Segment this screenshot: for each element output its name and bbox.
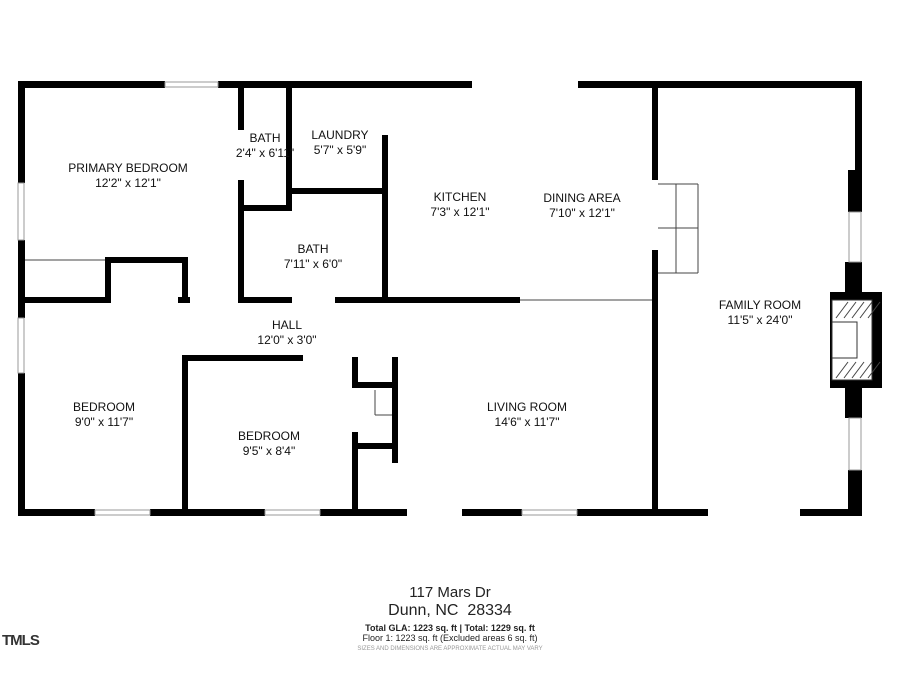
wall [352, 382, 395, 388]
fireplace-hatch [867, 301, 881, 319]
mls-logo: TMLS [2, 632, 40, 649]
wall [845, 262, 862, 292]
wall [848, 470, 862, 516]
wall [577, 509, 708, 516]
wall [286, 188, 388, 194]
window [848, 417, 862, 471]
wall [18, 81, 165, 88]
window [164, 81, 219, 88]
fireplace-hatch [835, 361, 849, 379]
wall [578, 81, 862, 88]
wall [105, 257, 188, 263]
wall [462, 509, 522, 516]
address-city: Dunn, NC 28334 [388, 602, 512, 619]
wall [800, 509, 862, 516]
wall [352, 357, 358, 388]
wall [845, 388, 862, 418]
fireplace-firebox [831, 321, 858, 359]
wall [182, 355, 303, 361]
wall [848, 170, 862, 212]
fireplace-hatch [851, 301, 865, 319]
total-area: Total GLA: 1223 sq. ft | Total: 1229 sq.… [365, 623, 535, 633]
fireplace-hatch [859, 301, 873, 319]
window [264, 509, 321, 516]
window [17, 317, 25, 374]
wall [238, 180, 244, 303]
floor-area: Floor 1: 1223 sq. ft (Excluded areas 6 s… [362, 633, 538, 643]
address-street: 117 Mars Dr [409, 584, 491, 601]
wall [18, 240, 25, 318]
wall [18, 373, 25, 515]
disclaimer: SIZES AND DIMENSIONS ARE APPROXIMATE ACT… [357, 646, 543, 652]
wall [382, 135, 388, 303]
wall [18, 81, 25, 183]
wall [392, 357, 398, 463]
window [521, 509, 578, 516]
fireplace-hatch [867, 361, 881, 379]
wall [652, 81, 658, 180]
fireplace-hatch [843, 361, 857, 379]
wall [320, 509, 407, 516]
wall [238, 205, 292, 211]
fireplace-hatch [835, 301, 849, 319]
wall [335, 297, 520, 303]
wall [238, 297, 292, 303]
wall [238, 88, 244, 130]
wall [18, 509, 95, 516]
wall [150, 509, 265, 516]
wall [218, 81, 472, 88]
wall [652, 250, 658, 515]
wall [182, 355, 188, 515]
wall [286, 88, 292, 211]
fireplace-hatch [843, 301, 857, 319]
wall [352, 443, 395, 449]
wall [18, 297, 108, 303]
window [848, 211, 862, 263]
wall [105, 257, 111, 303]
window [17, 182, 25, 241]
fireplace-hatch [851, 361, 865, 379]
fireplace-hatch [859, 361, 873, 379]
wall [182, 257, 188, 303]
wall [352, 432, 358, 512]
wall [855, 81, 862, 176]
window [94, 509, 151, 516]
